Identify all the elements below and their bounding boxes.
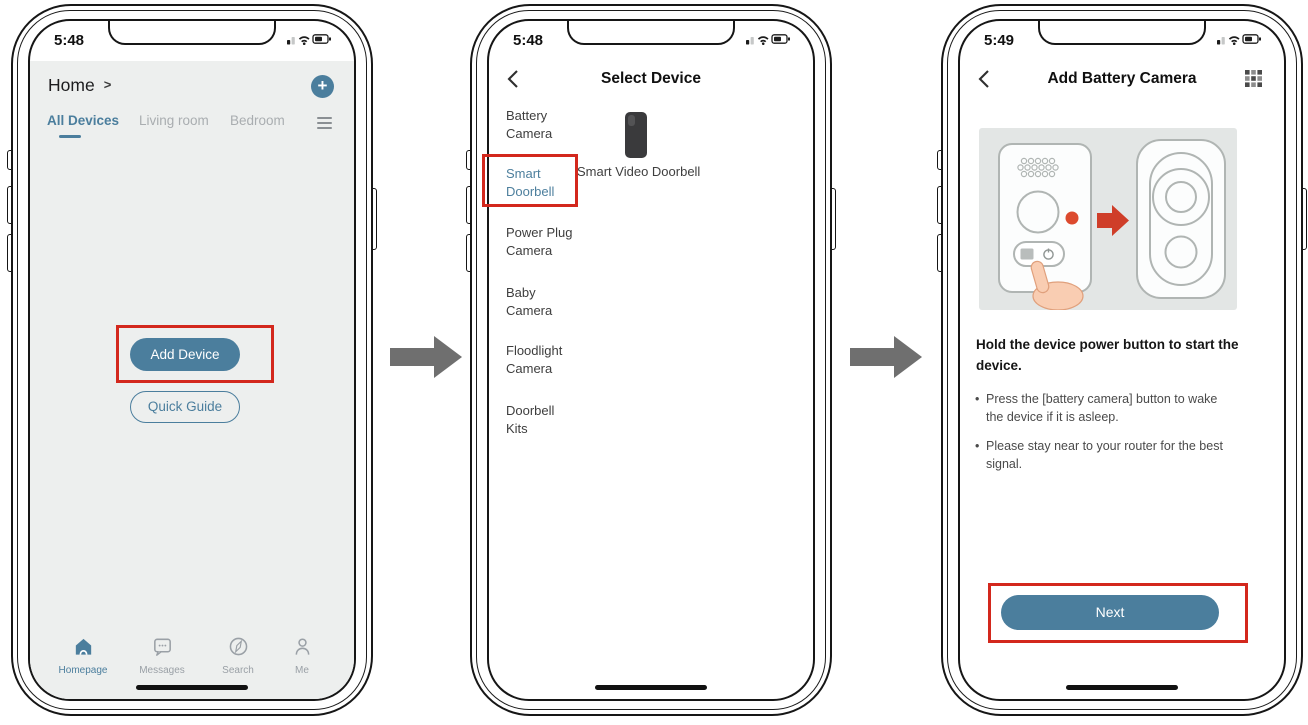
person-icon xyxy=(295,638,309,655)
home-indicator[interactable] xyxy=(1066,685,1178,690)
nav-search[interactable]: Search xyxy=(206,635,270,676)
camera-lens xyxy=(1016,190,1060,234)
finger-illustration xyxy=(1030,260,1084,311)
smart-video-doorbell-image[interactable] xyxy=(625,112,647,158)
category-smart-doorbell[interactable]: Smart Doorbell xyxy=(506,166,555,200)
screen: 5:48 Select Device Batt xyxy=(487,19,815,701)
status-time: 5:49 xyxy=(984,32,1015,49)
add-button[interactable]: + xyxy=(311,75,334,98)
flow-arrow-icon xyxy=(388,336,464,378)
indicator-dot xyxy=(1065,211,1079,225)
nav-messages[interactable]: Messages xyxy=(130,635,194,676)
instruction-bullet: Press the [battery camera] button to wak… xyxy=(975,390,1234,426)
chevron-right-icon[interactable]: > xyxy=(103,77,112,92)
wifi-icon xyxy=(298,36,310,45)
red-arrow-icon xyxy=(1097,205,1129,236)
highlight-box-smart-doorbell xyxy=(482,154,578,207)
instruction-bullet: Please stay near to your router for the … xyxy=(975,437,1234,473)
tab-bedroom[interactable]: Bedroom xyxy=(230,113,285,128)
status-time: 5:48 xyxy=(54,32,85,49)
back-chevron-icon xyxy=(978,70,989,88)
nav-label: Messages xyxy=(139,665,185,676)
nav-homepage[interactable]: Homepage xyxy=(51,635,115,676)
status-icons xyxy=(1217,32,1266,51)
page-title: Add Battery Camera xyxy=(1047,70,1197,87)
quick-guide-button[interactable]: Quick Guide xyxy=(130,391,240,423)
home-indicator[interactable] xyxy=(136,685,248,690)
notch xyxy=(108,21,276,45)
active-tab-underline xyxy=(59,135,81,139)
back-chevron-icon xyxy=(507,70,518,88)
home-icon xyxy=(75,638,91,655)
nav-label: Search xyxy=(222,665,254,676)
highlight-box-next xyxy=(988,583,1248,643)
back-button[interactable] xyxy=(506,68,522,90)
messages-icon xyxy=(153,638,171,656)
phone-2-select-device-screen: 5:48 Select Device Batt xyxy=(466,4,836,716)
nav-me[interactable]: Me xyxy=(270,635,334,676)
phone-1-home-screen: 5:48 xyxy=(7,4,377,716)
phone-3-add-battery-camera-screen: 5:49 Add Battery Camera xyxy=(937,4,1307,716)
power-button-illustration xyxy=(979,128,1237,311)
home-title-text: Home xyxy=(48,75,95,95)
screen: 5:49 Add Battery Camera xyxy=(958,19,1286,701)
category-baby-camera[interactable]: Baby Camera xyxy=(506,285,553,319)
status-time: 5:48 xyxy=(513,32,544,49)
nav-label: Me xyxy=(295,665,309,676)
add-device-button[interactable]: Add Device xyxy=(130,338,240,371)
next-button[interactable]: Next xyxy=(1001,595,1219,630)
page-title: Select Device xyxy=(601,70,701,87)
status-icons xyxy=(287,32,336,51)
product-label[interactable]: Smart Video Doorbell xyxy=(577,164,701,179)
doorbell-highlight xyxy=(628,115,635,126)
notch xyxy=(1038,21,1206,45)
status-icons xyxy=(746,32,795,51)
home-title: Home > xyxy=(48,75,111,96)
device-grid-icon[interactable] xyxy=(1245,70,1262,87)
highlight-box-add-device xyxy=(116,325,274,383)
instruction-title: Hold the device power button to start th… xyxy=(976,337,1239,373)
speaker-mesh xyxy=(1017,157,1059,178)
home-indicator[interactable] xyxy=(595,685,707,690)
plus-icon: + xyxy=(317,76,328,95)
category-power-plug-camera[interactable]: Power Plug Camera xyxy=(506,225,573,259)
compass-icon xyxy=(229,637,247,656)
notch xyxy=(567,21,735,45)
tab-all-devices[interactable]: All Devices xyxy=(47,113,120,128)
signal-icon xyxy=(287,37,295,45)
flow-arrow-icon xyxy=(848,336,924,378)
tab-living-room[interactable]: Living room xyxy=(139,113,209,128)
back-button[interactable] xyxy=(977,68,993,90)
category-floodlight-camera[interactable]: Floodlight Camera xyxy=(506,343,563,377)
room-menu-icon[interactable] xyxy=(317,117,332,131)
category-battery-camera[interactable]: Battery Camera xyxy=(506,108,553,142)
category-doorbell-kits[interactable]: Doorbell Kits xyxy=(506,403,555,437)
nav-label: Homepage xyxy=(58,665,108,676)
battery-icon xyxy=(312,34,331,44)
